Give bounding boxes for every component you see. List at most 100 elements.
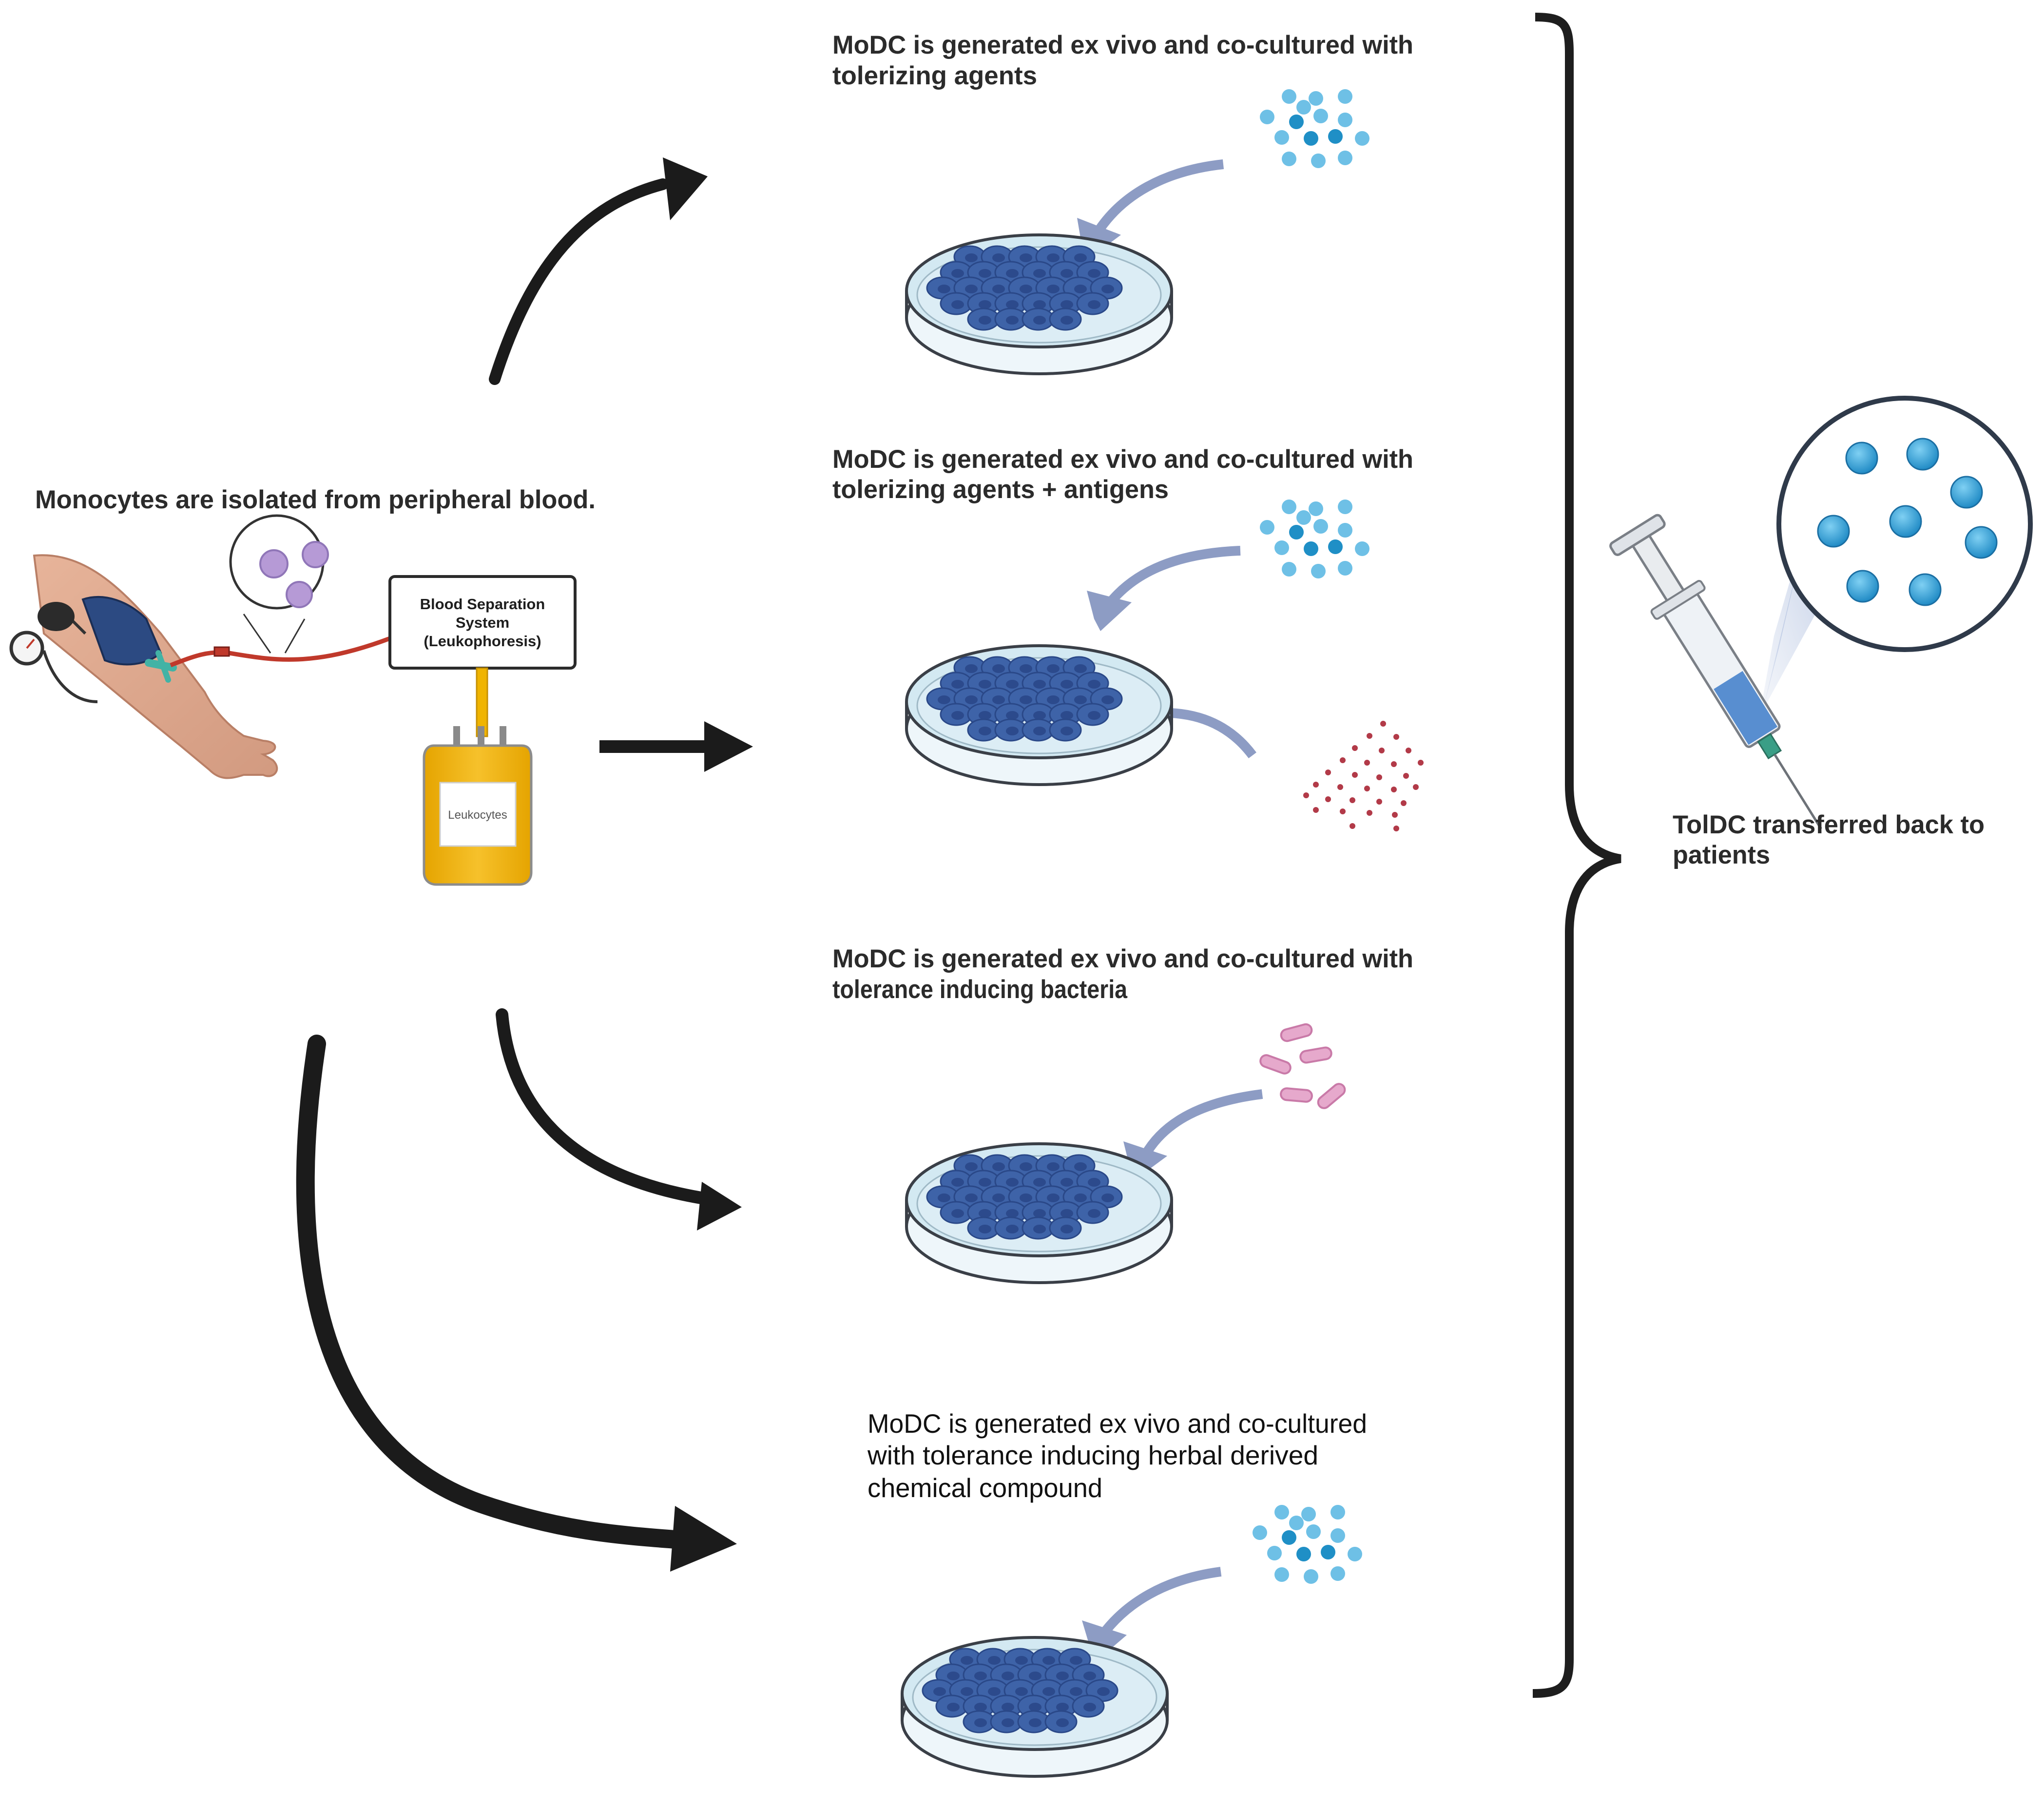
cell-nucleus [1033,727,1046,735]
cell-nucleus [965,253,978,262]
cell-nucleus [1015,1687,1028,1696]
tolerizing-agent-dot [1274,1505,1289,1519]
condition-4-group [901,1505,1362,1778]
cell-nucleus [1088,1209,1100,1218]
cell-nucleus [1056,1718,1069,1727]
tol-dc-cells [1817,438,1998,606]
cell-nucleus [951,300,964,309]
antigen-particle [1364,760,1370,766]
grouping-brace [1532,13,1621,1698]
condition-2-line1: MoDC is generated ex vivo and co-culture… [832,445,1413,474]
tol-dc-cell [1845,442,1878,475]
flow-arrow-agent-2 [1105,546,1241,608]
tolerizing-agent-dot [1338,500,1352,514]
cell-nucleus [1033,300,1046,309]
tol-dc-cell [1965,526,1998,559]
antigen-particle [1367,810,1372,816]
source-title: Monocytes are isolated from peripheral b… [35,485,596,514]
tolerizing-agent-dot [1331,1528,1345,1543]
antigen-particle [1340,757,1346,763]
agent-dots-1 [1260,89,1369,168]
tolerizing-agent-dot [1304,1569,1318,1584]
monocyte-magnifier [229,514,329,654]
antigen-particle [1418,760,1424,766]
tolerizing-agent-dot [1309,501,1323,516]
cell-nucleus [1033,316,1046,325]
cell-nucleus [1006,300,1019,309]
tolerizing-agent-dot [1338,561,1352,576]
antigen-particle [1352,772,1358,778]
monocyte-cell [302,541,329,568]
bacterium-icon [1280,1087,1313,1103]
cell-nucleus [965,285,978,293]
tolerizing-agent-dot [1296,100,1311,115]
cell-nucleus [1083,1703,1096,1712]
tolerizing-agent-dot [1282,1530,1296,1545]
cell-nucleus [1101,285,1114,293]
bacterium-icon [1259,1054,1292,1075]
antigen-particle [1393,826,1399,831]
tolerizing-agent-dot [1282,152,1296,166]
tolerizing-agent-dot [1306,1524,1321,1539]
cell-nucleus [1101,1193,1114,1202]
cell-nucleus [979,316,991,325]
cell-nucleus [961,1656,973,1665]
syringe-illustration [1609,396,2033,830]
bacterium-icon [1299,1046,1332,1064]
cell-nucleus [992,1162,1005,1171]
antigen-particle [1376,799,1382,805]
flow-arrows [296,157,753,1572]
syringe-needle [1774,753,1822,830]
tolerizing-agent-dot [1328,539,1343,554]
tolerizing-agent-dot [1338,89,1352,104]
cell-nucleus [938,285,950,293]
antigen-particle [1376,774,1382,780]
bag-label: Leukocytes [448,808,507,822]
antigen-particle [1391,761,1397,767]
cell-nucleus [979,727,991,735]
tolerizing-agent-dot [1355,131,1369,146]
cell-nucleus [1088,269,1100,278]
cell-nucleus [1061,269,1073,278]
tol-dc-cell [1817,515,1850,548]
cell-nucleus [938,1193,950,1202]
cell-nucleus [1061,316,1073,325]
tolerizing-agent-dot [1260,110,1274,124]
cell-nucleus [965,1162,978,1171]
cell-nucleus [992,695,1005,704]
cell-nucleus [1020,1193,1032,1202]
cell-nucleus [974,1672,987,1680]
flow-arrow-bacteria [1141,1089,1263,1158]
cell-nucleus [1006,1225,1019,1233]
pump-bulb-icon [38,602,75,631]
cell-nucleus [1042,1656,1055,1665]
separator-label-line2: System [456,614,509,631]
cell-nucleus [1056,1703,1069,1712]
cell-nucleus [961,1687,973,1696]
cell-nucleus [965,664,978,673]
cell-nucleus [1029,1703,1041,1712]
petri-dish-3 [905,1142,1173,1284]
tolerizing-agent-dot [1313,519,1328,534]
cell-nucleus [1047,1162,1060,1171]
cell-nucleus [1061,727,1073,735]
tolerizing-agent-dot [1311,154,1326,168]
cell-nucleus [979,711,991,720]
cell-nucleus [992,253,1005,262]
cell-nucleus [1061,711,1073,720]
tolerizing-agent-dot [1289,1516,1304,1530]
bacterium-icon [1280,1023,1313,1042]
condition-1-line1: MoDC is generated ex vivo and co-culture… [832,31,1413,59]
cell-nucleus [1033,1225,1046,1233]
cell-nucleus [951,680,964,689]
cell-nucleus [1056,1672,1069,1680]
tolerizing-agent-dot [1282,89,1296,104]
blood-collection-illustration [9,554,391,779]
cell-nucleus [1047,1193,1060,1202]
cell-nucleus [1033,711,1046,720]
antigen-particle [1313,807,1319,813]
leukocyte-blood-bag: Leukocytes [423,726,533,886]
tolerizing-agent-dot [1355,541,1369,556]
antigen-particle [1392,812,1398,818]
